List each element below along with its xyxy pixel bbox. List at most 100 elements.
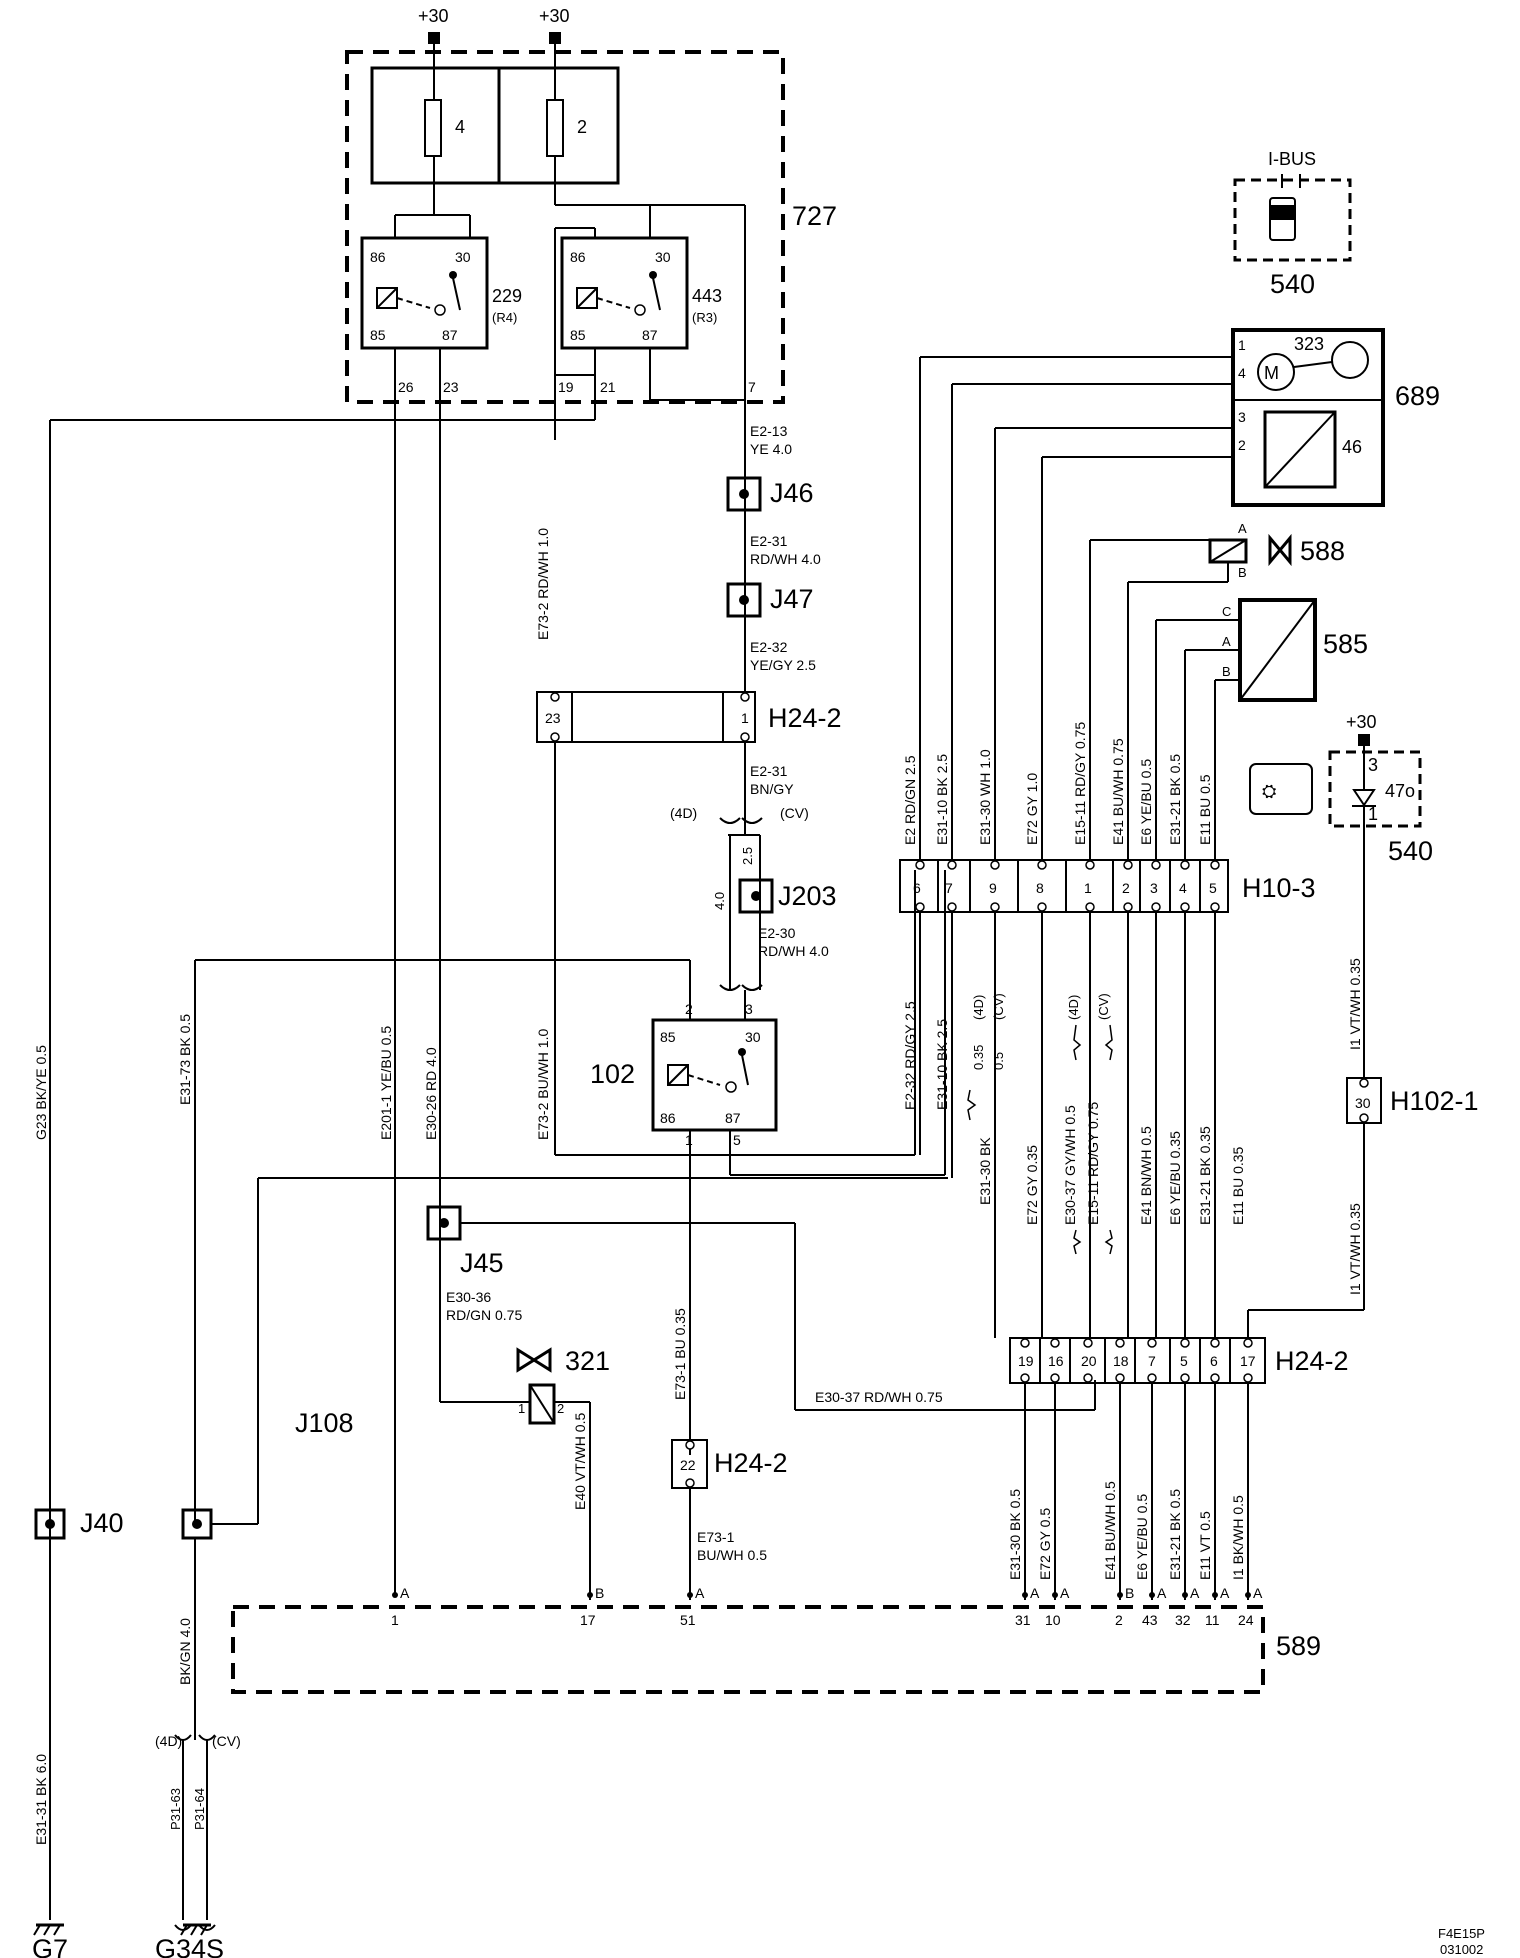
variant-4d-bottom: (4D) bbox=[155, 1733, 182, 1749]
r102-pin-85: 85 bbox=[660, 1029, 676, 1045]
r102-pin-87: 87 bbox=[725, 1110, 741, 1126]
ecu-letter-32: A bbox=[1190, 1585, 1200, 1601]
wire-e30-36: E30-36 bbox=[446, 1289, 491, 1305]
splice-j108: J108 bbox=[295, 1408, 354, 1438]
relay-443-sub: (R3) bbox=[692, 310, 717, 325]
h24-2-b-pin-6: 6 bbox=[1210, 1353, 1218, 1369]
r229-pin-87: 87 bbox=[442, 327, 458, 343]
sensor-585-label: 585 bbox=[1323, 629, 1368, 659]
valve-588-pin-a: A bbox=[1238, 521, 1247, 536]
wire-e2-31b: E2-31 bbox=[750, 763, 788, 779]
wire-e2-13-spec: YE 4.0 bbox=[750, 441, 792, 457]
r229-out-23: 23 bbox=[443, 379, 459, 395]
wire-h10-e41: E41 BU/WH 0.75 bbox=[1110, 738, 1126, 845]
wire-e2-30-spec: RD/WH 4.0 bbox=[758, 943, 829, 959]
sensor-585-pin-b: B bbox=[1222, 664, 1231, 679]
variant-4d-top: (4D) bbox=[670, 805, 697, 821]
wire-bot-e11: E11 VT 0.5 bbox=[1197, 1511, 1213, 1580]
r443-pin-86: 86 bbox=[570, 249, 586, 265]
wire-h10-e31-10: E31-10 BK 2.5 bbox=[934, 754, 950, 845]
wire-e30-26: E30-26 RD 4.0 bbox=[423, 1047, 439, 1140]
relay-443 bbox=[560, 236, 689, 350]
sensor-585-pin-a: A bbox=[1222, 634, 1231, 649]
wire-h10-e15-11: E15-11 RD/GY 0.75 bbox=[1072, 722, 1088, 845]
sender-46-label: 46 bbox=[1342, 437, 1362, 457]
ecu-pin-10: 10 bbox=[1045, 1612, 1061, 1628]
wire-e31-31: E31-31 BK 6.0 bbox=[33, 1754, 49, 1845]
ecu-letter-17: B bbox=[595, 1585, 604, 1601]
relay-229 bbox=[360, 236, 489, 350]
ecu-letter-1: A bbox=[400, 1585, 410, 1601]
h10-3-pin-2: 2 bbox=[1122, 880, 1130, 896]
r102-pinnum-5: 5 bbox=[733, 1132, 741, 1148]
lamp-47o bbox=[1328, 750, 1422, 828]
wire-e73-1-top: E73-1 BU 0.35 bbox=[672, 1308, 688, 1400]
wire-mid-e6: E6 YE/BU 0.35 bbox=[1167, 1131, 1183, 1225]
wire-h10-e11: E11 BU 0.5 bbox=[1197, 774, 1213, 845]
wire-h10-e6: E6 YE/BU 0.5 bbox=[1138, 759, 1154, 845]
wire-p31-64: P31-64 bbox=[192, 1788, 207, 1830]
unit-689 bbox=[1231, 328, 1385, 507]
wire-e2-31a-spec: RD/WH 4.0 bbox=[750, 551, 821, 567]
valve-321-label: 321 bbox=[565, 1346, 610, 1376]
valve-588-pin-b: B bbox=[1238, 565, 1247, 580]
wire-e2-30: E2-30 bbox=[758, 925, 796, 941]
wire-e201-1: E201-1 YE/BU 0.5 bbox=[378, 1026, 394, 1140]
wire-i1-top: I1 VT/WH 0.35 bbox=[1347, 958, 1363, 1050]
relay-443-label: 443 bbox=[692, 286, 722, 306]
wire-mid-e72: E72 GY 0.35 bbox=[1024, 1145, 1040, 1225]
wire-bot-e31-21: E31-21 BK 0.5 bbox=[1167, 1489, 1183, 1580]
valve-588-label: 588 bbox=[1300, 536, 1345, 566]
pump-323-label: 323 bbox=[1294, 334, 1324, 354]
h102-1-label: H102-1 bbox=[1390, 1086, 1479, 1116]
r443-out-7: 7 bbox=[748, 379, 756, 395]
wire-var-05: 0.5 bbox=[991, 1052, 1006, 1070]
sensor-585-pin-c: C bbox=[1222, 604, 1231, 619]
h102-1-pin-30: 30 bbox=[1355, 1095, 1371, 1111]
r443-pin-87: 87 bbox=[642, 327, 658, 343]
unit-689-pin-2: 2 bbox=[1238, 437, 1246, 453]
wire-e73-1-bot-spec: BU/WH 0.5 bbox=[697, 1547, 767, 1563]
footer-code: F4E15P bbox=[1438, 1926, 1485, 1941]
lamp-47o-pin-1: 1 bbox=[1368, 804, 1378, 824]
h10-3-pin-7: 7 bbox=[945, 880, 953, 896]
ecu-pin-24: 24 bbox=[1238, 1612, 1254, 1628]
wire-mid-e31-30: E31-30 BK bbox=[977, 1137, 993, 1205]
r443-pin-30: 30 bbox=[655, 249, 671, 265]
variant-cv-mid: (CV) bbox=[991, 993, 1006, 1020]
r443-out-19: 19 bbox=[558, 379, 574, 395]
ground-g7: G7 bbox=[32, 1934, 68, 1958]
wire-h10-e72: E72 GY 1.0 bbox=[1024, 773, 1040, 845]
unit-689-pin-1: 1 bbox=[1238, 337, 1246, 353]
variant-cv-top: (CV) bbox=[780, 805, 809, 821]
wire-e31-73: E31-73 BK 0.5 bbox=[177, 1014, 193, 1105]
r102-pinnum-1: 1 bbox=[685, 1132, 693, 1148]
unit-689-label: 689 bbox=[1395, 381, 1440, 411]
wire-e31-10-lower: E31-10 BK 2.5 bbox=[934, 1019, 950, 1110]
wire-g23: G23 BK/YE 0.5 bbox=[33, 1045, 49, 1140]
engine-check-icon: ⛭ bbox=[1262, 781, 1276, 801]
connector-h102-1 bbox=[1346, 1077, 1382, 1124]
wire-e73-2-top: E73-2 RD/WH 1.0 bbox=[535, 528, 551, 640]
ecu-letter-10: A bbox=[1060, 1585, 1070, 1601]
r229-pin-85: 85 bbox=[370, 327, 386, 343]
relay-102-label: 102 bbox=[590, 1059, 635, 1089]
ecu-pin-17: 17 bbox=[580, 1612, 596, 1628]
wire-e73-2-bot: E73-2 BU/WH 1.0 bbox=[535, 1029, 551, 1140]
splice-j46: J46 bbox=[770, 478, 814, 508]
relay-229-label: 229 bbox=[492, 286, 522, 306]
wire-e2-32-lower: E2-32 RD/GY 2.5 bbox=[902, 1001, 918, 1110]
wire-e2-13: E2-13 bbox=[750, 423, 788, 439]
ibus-label: I-BUS bbox=[1268, 149, 1316, 169]
wire-mid-e11: E11 BU 0.35 bbox=[1230, 1146, 1246, 1225]
unit-689-pin-3: 3 bbox=[1238, 409, 1246, 425]
ecu-letter-24: A bbox=[1253, 1585, 1263, 1601]
ground-g34s: G34S bbox=[155, 1934, 224, 1958]
lamp-ref-540: 540 bbox=[1388, 836, 1433, 866]
h10-3-pin-3: 3 bbox=[1150, 880, 1158, 896]
r229-pin-86: 86 bbox=[370, 249, 386, 265]
ibus-540 bbox=[1233, 178, 1352, 262]
wire-e73-1-bot: E73-1 bbox=[697, 1529, 735, 1545]
h24-2-mid-label: H24-2 bbox=[714, 1448, 788, 1478]
h24-2-b-pin-7: 7 bbox=[1148, 1353, 1156, 1369]
